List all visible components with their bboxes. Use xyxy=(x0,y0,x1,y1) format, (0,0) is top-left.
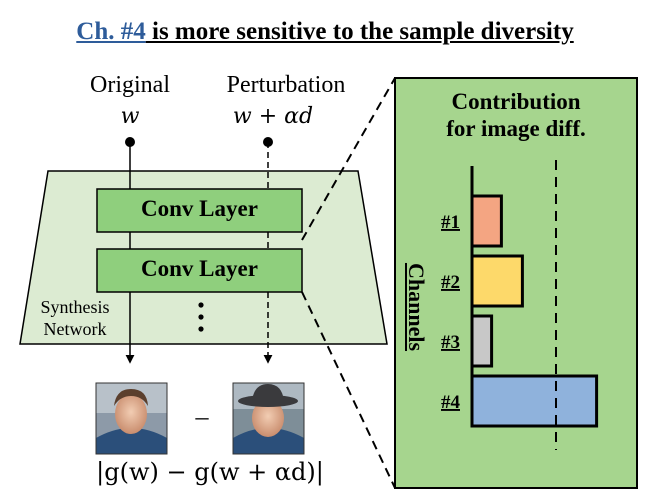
image-difference-formula: |g(w) − g(w + αd)| xyxy=(96,458,324,486)
ellipsis-dot-1 xyxy=(198,302,204,308)
bar-channel-4 xyxy=(470,374,599,428)
bar-channel-2 xyxy=(470,254,524,308)
zoom-line-top xyxy=(301,77,396,241)
tick-label-channel-3: #3 xyxy=(441,332,460,353)
generated-face-perturbed-image xyxy=(232,382,305,455)
synthesis-network-label-line2: Network xyxy=(43,319,107,339)
conv-layer-2-box xyxy=(96,248,303,293)
tick-label-channel-2: #2 xyxy=(441,272,460,293)
bar-channel-1 xyxy=(470,194,503,248)
original-label: Original xyxy=(90,72,170,98)
panel-title-line2: for image diff. xyxy=(446,116,586,141)
original-variable: w xyxy=(120,104,140,129)
ellipsis-dot-3 xyxy=(198,326,204,332)
ellipsis-dot-2 xyxy=(198,314,204,320)
channels-axis-label: Channels xyxy=(404,262,429,352)
conv-layer-1-box xyxy=(96,188,303,233)
generated-face-original-image xyxy=(95,382,168,455)
figure-title: Ch. #4 is more sensitive to the sample d… xyxy=(0,18,650,46)
synthesis-network-label-line1: Synthesis xyxy=(40,297,110,317)
zoom-line-bottom xyxy=(301,291,396,489)
bar-channel-3 xyxy=(470,314,494,368)
panel-title: Contribution for image diff. xyxy=(395,88,637,142)
contribution-bar-chart: #1 #2 #3 #4 xyxy=(441,160,599,450)
tick-label-channel-4: #4 xyxy=(441,392,461,413)
title-channel-ref[interactable]: Ch. #4 xyxy=(76,18,146,45)
conv-layer-1-label: Conv Layer xyxy=(141,196,258,221)
title-text: is more sensitive to the sample diversit… xyxy=(145,18,574,45)
perturbation-label: Perturbation xyxy=(226,72,346,98)
minus-sign: – xyxy=(195,402,209,431)
panel-title-line1: Contribution xyxy=(451,89,581,114)
tick-label-channel-1: #1 xyxy=(441,212,460,233)
conv-layer-2-label: Conv Layer xyxy=(141,256,258,281)
synthesis-network-label: Synthesis Network xyxy=(20,296,130,340)
perturbation-variable: w + αd xyxy=(232,104,314,129)
